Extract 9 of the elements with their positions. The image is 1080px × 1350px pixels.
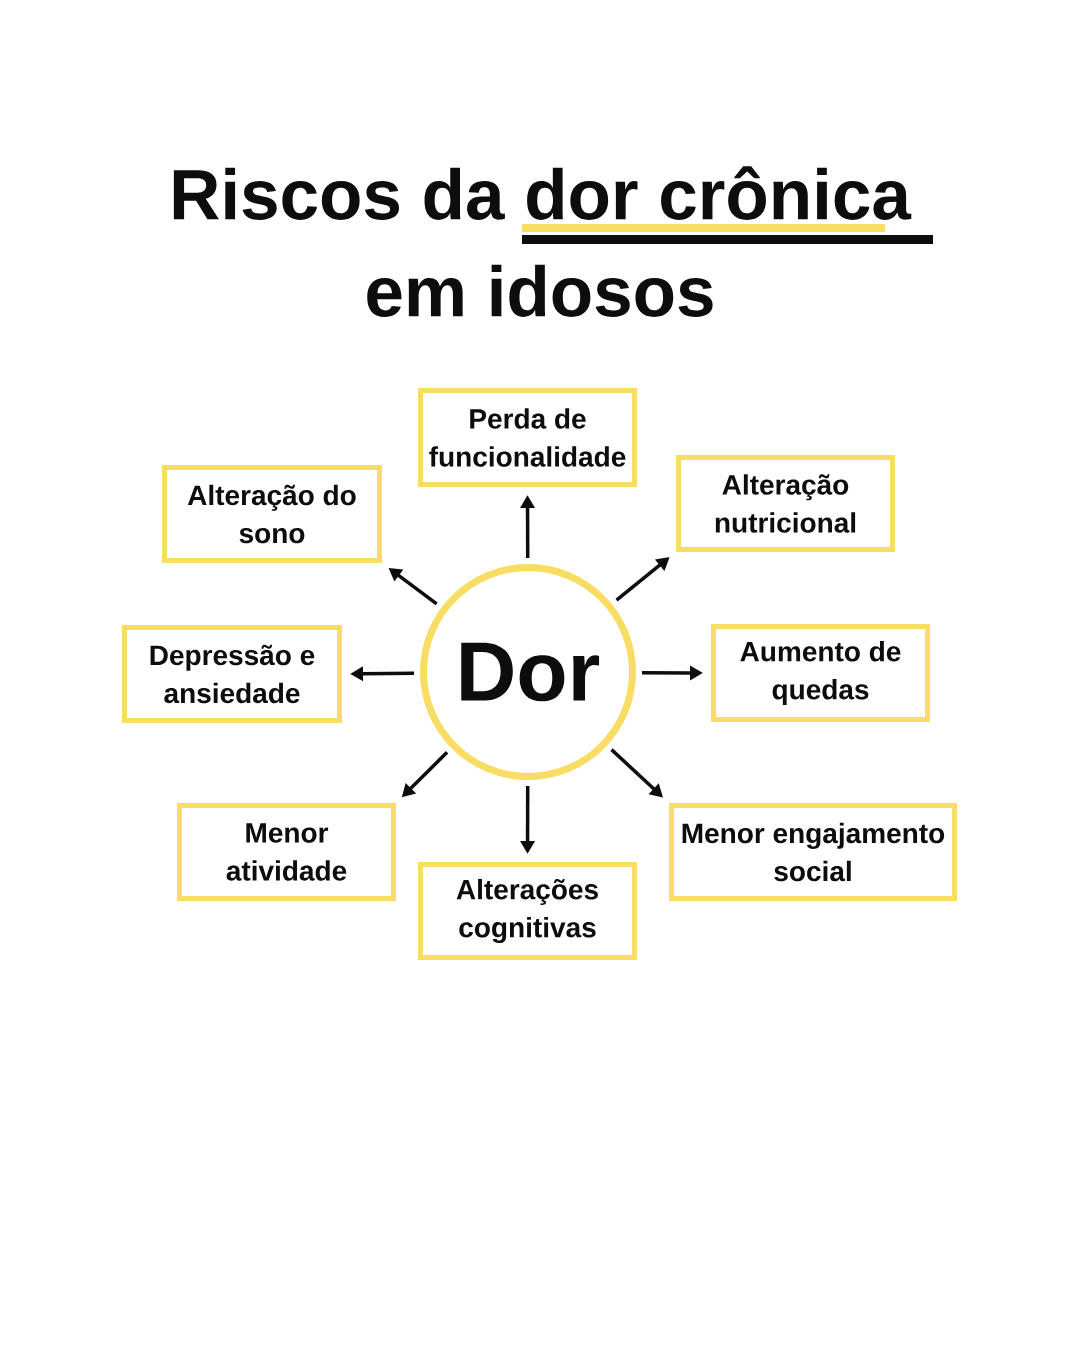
text-box: Menor engajamento social — [669, 803, 957, 901]
text-box: Menor atividade — [177, 803, 396, 901]
text-box: Perda de funcionalidade — [418, 388, 637, 487]
text-box: Alteração do sono — [162, 465, 382, 563]
text-box: Alterações cognitivas — [418, 862, 637, 960]
title: Riscos da dor crônica em idosos — [173, 166, 933, 317]
text-box: Depressão e ansiedade — [122, 625, 342, 723]
text-box: Aumento de quedas — [711, 624, 930, 722]
text-box: Alteração nutricional — [676, 455, 895, 552]
